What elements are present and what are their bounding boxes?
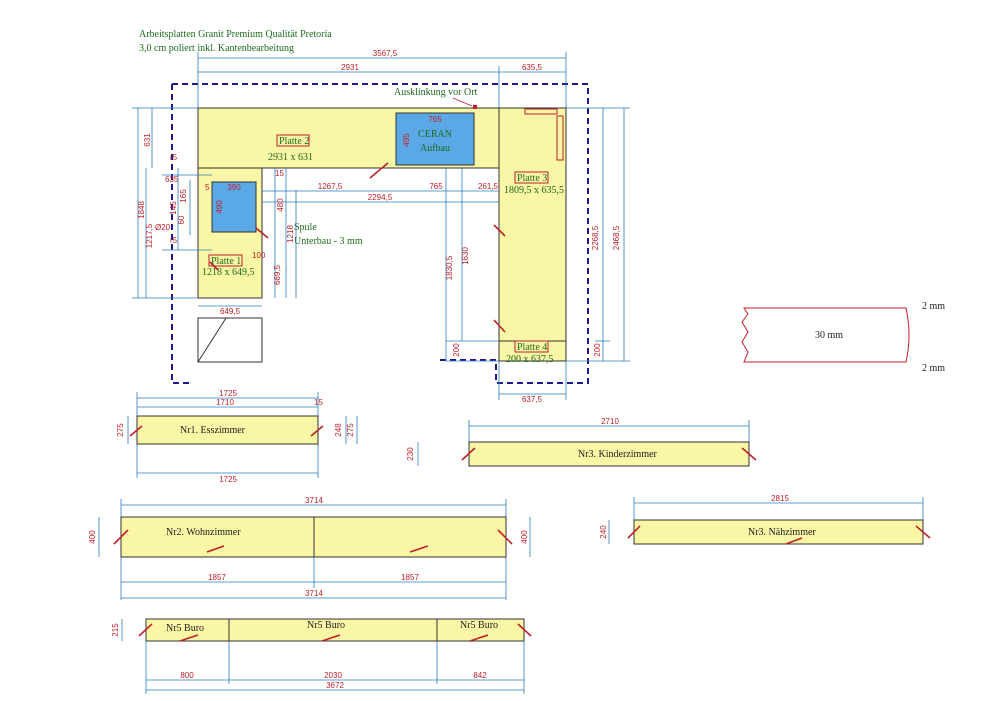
plate1-size: 1218 x 649,5 xyxy=(202,267,255,278)
dim-200b: 200 xyxy=(593,343,602,357)
dim-2468: 2468,5 xyxy=(612,225,621,250)
dim-15-small: 15 xyxy=(275,169,284,178)
outline-dashed-left xyxy=(171,84,192,384)
dim-200a: 200 xyxy=(452,343,461,357)
naeh-slab xyxy=(633,519,924,545)
buro-3672: 3672 xyxy=(326,681,344,690)
dim-20: Ø20 xyxy=(155,223,171,232)
dim-1217: 1217,5 xyxy=(145,223,154,248)
dim-1218: 1218 xyxy=(286,225,295,243)
wohn-3714b: 3714 xyxy=(305,589,323,598)
dim-1830: 1830,5 xyxy=(445,255,454,280)
dim-635: 635,5 xyxy=(522,63,543,72)
dim-1848: 1848 xyxy=(137,201,146,219)
kid-label: Nr3. Kinderzimmer xyxy=(578,449,658,460)
ceran-cooktop xyxy=(395,112,475,166)
edge-top: 2 mm xyxy=(922,301,945,312)
dim-261: 261,5 xyxy=(478,182,499,191)
wohn-3714a: 3714 xyxy=(305,496,323,505)
dim-total: 3567,5 xyxy=(373,49,398,58)
header-line2: 3,0 cm poliert inkl. Kantenbearbeitung xyxy=(139,43,294,54)
ess-248: 248 xyxy=(334,423,343,437)
plate3-size: 1809,5 x 635,5 xyxy=(504,185,564,196)
ess-15: 15 xyxy=(314,398,323,407)
naehzimmer: 2815 Nr3. Nähzimmer 240 xyxy=(599,494,931,545)
plate4-size: 200 x 637,5 xyxy=(506,354,554,365)
ausklinkung-label: Ausklinkung vor Ort xyxy=(394,87,478,98)
ceran-sub: Aufbau xyxy=(420,143,450,154)
kinderzimmer: 2710 Nr3. Kinderzimmer 230 xyxy=(406,417,757,467)
edge-profile: 30 mm 2 mm 2 mm xyxy=(741,301,945,374)
plate4-label: Platte 4 xyxy=(517,342,547,353)
dim-635-small: 635 xyxy=(165,175,179,184)
dim-669: 669,5 xyxy=(273,264,282,285)
ceran-w: 765 xyxy=(428,115,442,124)
dim-765: 765 xyxy=(429,182,443,191)
dim-100: 100 xyxy=(252,251,266,260)
ess-1725b: 1725 xyxy=(219,475,237,484)
buro-2030: 2030 xyxy=(324,671,342,680)
kid-230: 230 xyxy=(406,447,415,461)
sink xyxy=(211,181,257,233)
dim-r5a: r5 xyxy=(170,153,178,162)
dim-2931: 2931 xyxy=(341,63,359,72)
esszimmer: 1725 1710 15 Nr1. Esszimmer 1725 275 248… xyxy=(116,389,358,484)
dim-1267: 1267,5 xyxy=(318,182,343,191)
dim-5: 5 xyxy=(205,183,210,192)
sink-h: 490 xyxy=(215,200,224,214)
plate2-label: Platte 2 xyxy=(279,136,309,147)
edge-thickness: 30 mm xyxy=(815,330,843,341)
wohn-400b: 400 xyxy=(520,530,529,544)
dim-145: 145 xyxy=(169,201,178,215)
dim-1630: 1630 xyxy=(461,247,470,265)
naeh-2815: 2815 xyxy=(771,494,789,503)
buro-842: 842 xyxy=(473,671,487,680)
spule-sub: Unterbau - 3 mm xyxy=(294,236,363,247)
header-line1: Arbeitsplatten Granit Premium Qualität P… xyxy=(139,29,332,40)
spule-label: Spule xyxy=(294,222,317,233)
dim-r5b: r5 xyxy=(170,236,178,245)
ess-275a: 275 xyxy=(116,423,125,437)
sink-w: 390 xyxy=(227,183,241,192)
buro-label1: Nr5 Buro xyxy=(166,623,204,634)
dim-631: 631 xyxy=(143,133,152,147)
dim-480: 480 xyxy=(276,198,285,212)
wohn-1857a: 1857 xyxy=(208,573,226,582)
outline-dashed xyxy=(172,83,589,384)
plate1-label: Platte 1 xyxy=(211,256,241,267)
naeh-label: Nr3. Nähzimmer xyxy=(748,527,816,538)
buro-label3: Nr5 Buro xyxy=(460,620,498,631)
dim-2268: 2268,5 xyxy=(591,225,600,250)
dim-165: 165 xyxy=(179,189,188,203)
buro-800: 800 xyxy=(180,671,194,680)
ess-label: Nr1. Esszimmer xyxy=(180,425,246,436)
plate3-label: Platte 3 xyxy=(517,173,547,184)
ceran-label: CERAN xyxy=(418,129,452,140)
naeh-240: 240 xyxy=(599,525,608,539)
dim-637: 637,5 xyxy=(522,395,543,404)
plate2-size: 2931 x 631 xyxy=(268,152,313,163)
wohn-label: Nr2. Wohnzimmer xyxy=(166,527,241,538)
buro-215: 215 xyxy=(111,623,120,637)
wohn-1857b: 1857 xyxy=(401,573,419,582)
ceran-h: 495 xyxy=(402,133,411,147)
ess-1725a: 1725 xyxy=(219,389,237,398)
edge-bottom: 2 mm xyxy=(922,363,945,374)
lower-cabinet xyxy=(197,317,263,363)
wohnzimmer: 3714 Nr2. Wohnzimmer 400 400 1857 1857 3… xyxy=(88,496,531,600)
ess-275b: 275 xyxy=(346,423,355,437)
buro-label2: Nr5 Buro xyxy=(307,620,345,631)
dim-60: 60 xyxy=(177,215,186,224)
buro: Nr5 Buro Nr5 Buro Nr5 Buro 215 800 2030 … xyxy=(111,618,532,694)
wohn-400a: 400 xyxy=(88,530,97,544)
ess-1710: 1710 xyxy=(216,398,234,407)
plate-3 xyxy=(498,107,567,342)
kid-2710: 2710 xyxy=(601,417,619,426)
dim-2294: 2294,5 xyxy=(368,193,393,202)
dim-649: 649,5 xyxy=(220,307,241,316)
kitchen-plan: 3567,5 2931 635,5 CERAN Aufbau 765 495 3… xyxy=(132,49,630,404)
